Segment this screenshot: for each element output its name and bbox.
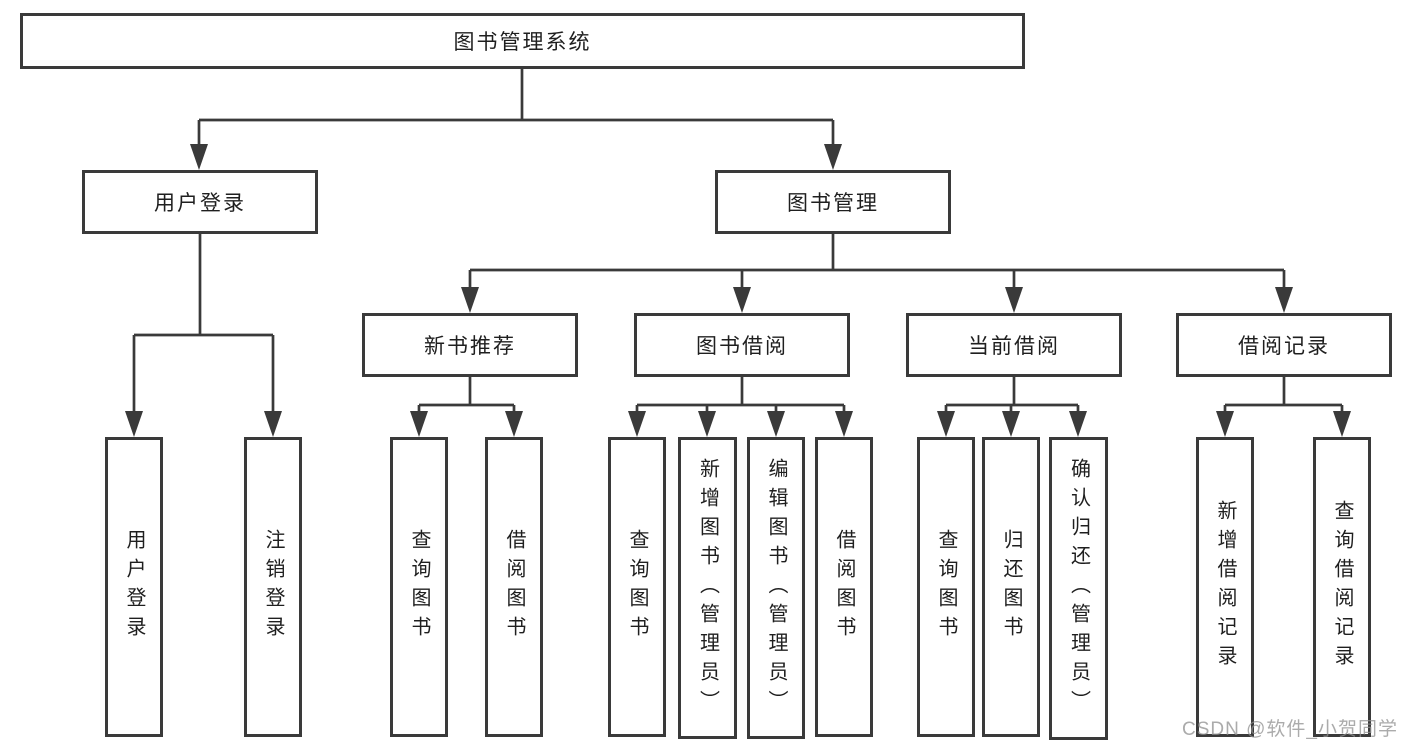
leaf-label: 查询图书 [626, 529, 648, 645]
leaf-borrow-books-borrowing: 借阅图书 [815, 437, 873, 737]
leaf-confirm-return-admin: 确认归还（管理员） [1049, 437, 1108, 740]
leaf-label: 确认归还（管理员） [1067, 458, 1090, 719]
node-new-book-recommend: 新书推荐 [362, 313, 578, 377]
leaf-edit-books-admin: 编辑图书（管理员） [747, 437, 805, 739]
leaf-query-books-recommend: 查询图书 [390, 437, 448, 737]
leaf-query-books-current: 查询图书 [917, 437, 975, 737]
leaf-label: 归还图书 [1000, 529, 1022, 645]
leaf-label: 编辑图书（管理员） [765, 457, 787, 719]
leaf-query-books-borrowing: 查询图书 [608, 437, 666, 737]
leaf-label: 查询图书 [408, 529, 430, 645]
leaf-user-login: 用户登录 [105, 437, 163, 737]
node-book-management: 图书管理 [715, 170, 951, 234]
leaf-label: 查询图书 [935, 529, 957, 645]
node-current-borrowing: 当前借阅 [906, 313, 1122, 377]
leaf-logout: 注销登录 [244, 437, 302, 737]
leaf-label: 用户登录 [123, 529, 145, 645]
node-book-borrowing: 图书借阅 [634, 313, 850, 377]
leaf-label: 新增图书（管理员） [696, 457, 719, 719]
node-library-system: 图书管理系统 [20, 13, 1025, 69]
watermark-csdn: CSDN @软件_小贺同学 [1182, 719, 1398, 740]
leaf-label: 查询借阅记录 [1331, 500, 1353, 674]
leaf-add-books-admin: 新增图书（管理员） [678, 437, 737, 739]
node-borrowing-records: 借阅记录 [1176, 313, 1392, 377]
leaf-label: 新增借阅记录 [1214, 500, 1236, 674]
leaf-label: 注销登录 [262, 529, 284, 645]
node-user-login: 用户登录 [82, 170, 318, 234]
leaf-return-books: 归还图书 [982, 437, 1040, 737]
leaf-query-borrow-record: 查询借阅记录 [1313, 437, 1371, 737]
leaf-label: 借阅图书 [503, 529, 525, 645]
leaf-borrow-books-recommend: 借阅图书 [485, 437, 543, 737]
leaf-label: 借阅图书 [833, 529, 855, 645]
leaf-add-borrow-record: 新增借阅记录 [1196, 437, 1254, 737]
